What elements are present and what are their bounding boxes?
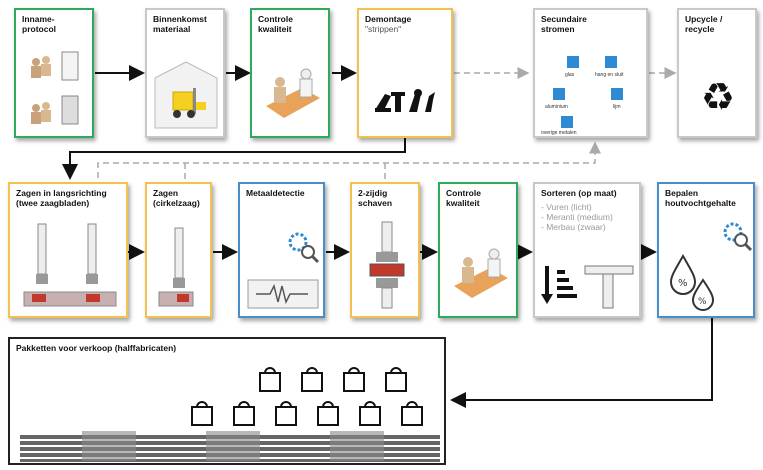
package-icon bbox=[233, 401, 255, 426]
secundair-item-3: lijm bbox=[613, 104, 621, 110]
package-icon bbox=[385, 367, 407, 392]
person-icon bbox=[31, 51, 79, 125]
step-sorteren: Sorteren (op maat) - Vuren (licht) - Mer… bbox=[533, 182, 641, 318]
package-icon bbox=[301, 367, 323, 392]
secundair-materials: glas hang en sluit aluminium lijm overig… bbox=[541, 56, 624, 136]
package-icon bbox=[259, 367, 281, 392]
sorteren-item: - Meranti (medium) bbox=[541, 212, 613, 222]
package-stacks bbox=[20, 367, 440, 462]
timber-stacks bbox=[20, 431, 440, 462]
step-houtvochtgehalte: Bepalen houtvochtgehalte % % bbox=[657, 182, 755, 318]
package-icon bbox=[359, 401, 381, 426]
step-metaaldetectie: Metaaldetectie bbox=[238, 182, 325, 318]
saw-blade-icon bbox=[23, 223, 117, 307]
inspection-icon bbox=[454, 248, 508, 298]
step-title: Binnenkomst materiaal bbox=[153, 14, 207, 34]
svg-text:%: % bbox=[698, 297, 707, 307]
sorteren-item: - Vuren (licht) bbox=[541, 202, 592, 212]
step-title: Demontage bbox=[365, 14, 412, 24]
cube-icon: glas bbox=[565, 56, 579, 78]
package-icon bbox=[317, 401, 339, 426]
saw-blade-icon bbox=[158, 227, 194, 307]
step-controle-kwaliteit-1: Controle kwaliteit bbox=[250, 8, 330, 138]
step-demontage: Demontage"strippen" bbox=[357, 8, 453, 138]
secundair-item-1: hang en sluit bbox=[595, 72, 624, 78]
metal-detector-icon bbox=[247, 279, 319, 309]
step-title: Bepalen houtvochtgehalte bbox=[665, 188, 736, 208]
step-title: Zagen (cirkelzaag) bbox=[153, 188, 200, 208]
step-inname-protocol: Inname- protocol bbox=[14, 8, 94, 138]
arrow-to-pakketten bbox=[450, 318, 713, 408]
warehouse-icon bbox=[154, 61, 218, 129]
cube-icon: overige metalen bbox=[541, 116, 577, 136]
inspection-icon bbox=[266, 68, 320, 118]
gear-icon bbox=[723, 222, 753, 252]
moisture-icon: % % bbox=[669, 254, 715, 311]
svg-text:%: % bbox=[678, 278, 688, 289]
step-secundaire-stromen: Secundaire stromen glas hang en sluit al… bbox=[533, 8, 648, 138]
ruler-icon bbox=[584, 265, 634, 309]
cube-icon: hang en sluit bbox=[595, 56, 624, 78]
package-icon bbox=[275, 401, 297, 426]
step-subtitle: "strippen" bbox=[365, 24, 402, 34]
forklift-icon bbox=[172, 88, 206, 118]
package-icon bbox=[191, 401, 213, 426]
step-binnenkomst: Binnenkomst materiaal bbox=[145, 8, 225, 138]
step-title: Zagen in langsrichting (twee zaagbladen) bbox=[16, 188, 107, 208]
step-title: Inname- protocol bbox=[22, 14, 56, 34]
package-icon bbox=[343, 367, 365, 392]
step-title: Controle kwaliteit bbox=[258, 14, 293, 34]
secundair-item-0: glas bbox=[565, 72, 575, 78]
sort-icon bbox=[541, 265, 634, 309]
step-title: Sorteren (op maat) bbox=[541, 188, 617, 198]
step-title: Secundaire stromen bbox=[541, 14, 587, 34]
planer-icon bbox=[369, 221, 405, 309]
step-upcycle-recycle: Upcycle / recycle ♻ bbox=[677, 8, 757, 138]
arrow-demontage-down bbox=[62, 138, 406, 180]
package-icon bbox=[401, 401, 423, 426]
step-title: Metaaldetectie bbox=[246, 188, 305, 198]
step-zagen-langsrichting: Zagen in langsrichting (twee zaagbladen) bbox=[8, 182, 128, 318]
step-schaven: 2-zijdig schaven bbox=[350, 182, 420, 318]
tools-icon bbox=[375, 89, 435, 112]
sorteren-item: - Merbau (zwaar) bbox=[541, 222, 606, 232]
secundair-item-4: overige metalen bbox=[541, 130, 577, 136]
step-title: Controle kwaliteit bbox=[446, 188, 481, 208]
step-title: 2-zijdig schaven bbox=[358, 188, 393, 208]
cube-icon: aluminium bbox=[545, 88, 568, 110]
step-title: Upcycle / recycle bbox=[685, 14, 723, 34]
recycle-icon: ♻ bbox=[701, 75, 736, 119]
step-title: Pakketten voor verkoop (halffabricaten) bbox=[16, 343, 177, 353]
gear-icon bbox=[288, 232, 320, 264]
cube-icon: lijm bbox=[611, 88, 623, 110]
step-controle-kwaliteit-2: Controle kwaliteit bbox=[438, 182, 518, 318]
step-pakketten: Pakketten voor verkoop (halffabricaten) bbox=[8, 337, 446, 465]
step-zagen-cirkelzaag: Zagen (cirkelzaag) bbox=[145, 182, 212, 318]
secundair-item-2: aluminium bbox=[545, 104, 568, 110]
arrow-dashed-return bbox=[97, 141, 601, 178]
